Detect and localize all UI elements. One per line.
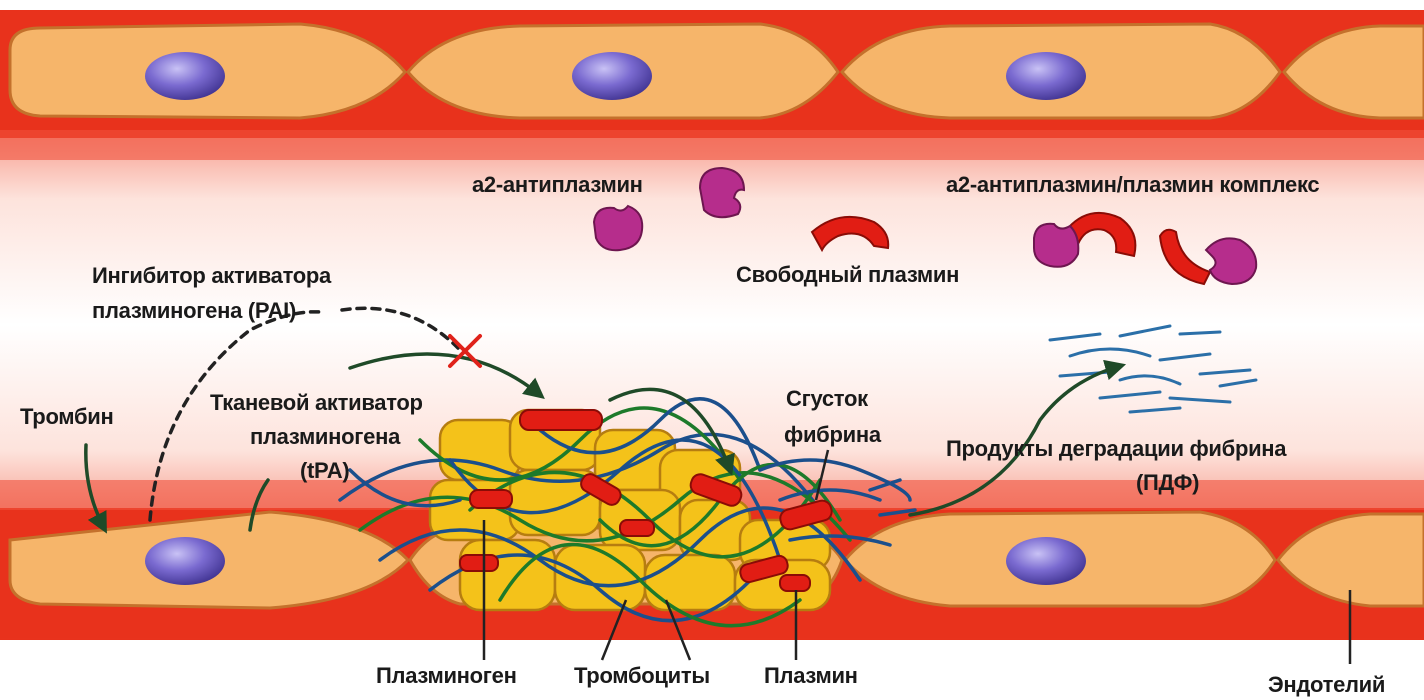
nucleus bbox=[1006, 52, 1086, 100]
label-clot-line2: фибрина bbox=[784, 422, 882, 447]
label-free-plasmin: Свободный плазмин bbox=[736, 262, 959, 287]
nucleus bbox=[145, 537, 225, 585]
nucleus bbox=[1006, 537, 1086, 585]
label-clot-line1: Сгусток bbox=[786, 386, 869, 411]
label-tpa-line2: плазминогена bbox=[250, 424, 401, 449]
label-a2-complex: a2-антиплазмин/плазмин комплекс bbox=[946, 172, 1319, 197]
label-pai-line1: Ингибитор активатора bbox=[92, 263, 332, 288]
label-pai-line2: плазминогена (PAI) bbox=[92, 298, 296, 323]
label-plasmin: Плазмин bbox=[764, 663, 858, 688]
label-platelets: Тромбоциты bbox=[574, 663, 710, 688]
endothelial-cells-top bbox=[10, 24, 1424, 118]
nucleus bbox=[572, 52, 652, 100]
label-plasminogen: Плазминоген bbox=[376, 663, 517, 688]
label-thrombin: Тромбин bbox=[20, 404, 113, 429]
label-a2-antiplasmin: a2-антиплазмин bbox=[472, 172, 643, 197]
label-fdp-line1: Продукты деградации фибрина bbox=[946, 436, 1287, 461]
label-tpa-line1: Тканевой активатор bbox=[210, 390, 423, 415]
label-fdp-line2: (ПДФ) bbox=[1136, 470, 1199, 495]
nucleus bbox=[145, 52, 225, 100]
label-endothelium: Эндотелий bbox=[1268, 672, 1385, 697]
label-tpa-line3: (tPA) bbox=[300, 458, 349, 483]
